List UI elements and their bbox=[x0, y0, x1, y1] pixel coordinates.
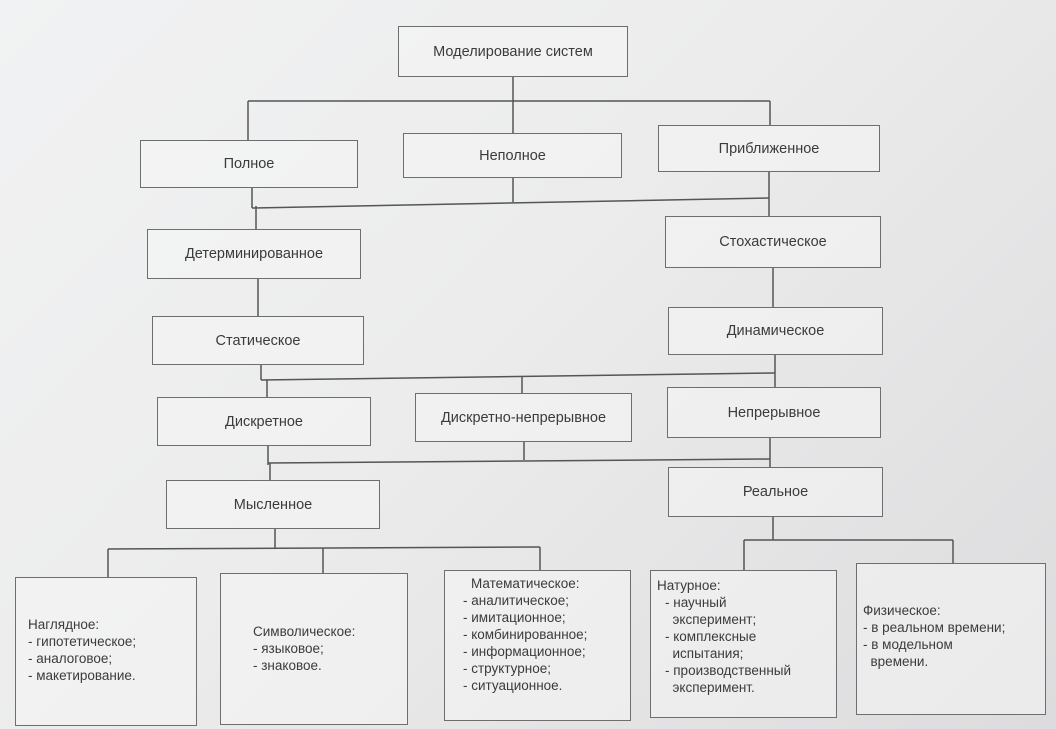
node-incomplete: Неполное bbox=[403, 133, 622, 178]
node-mental: Мысленное bbox=[166, 480, 380, 529]
node-deterministic: Детерминированное bbox=[147, 229, 361, 279]
node-static: Статическое bbox=[152, 316, 364, 365]
leaf-natural-item: эксперимент. bbox=[665, 680, 755, 695]
node-full: Полное bbox=[140, 140, 358, 188]
leaf-physical-list: - в реальном времени; - в модельном врем… bbox=[863, 619, 1045, 670]
leaf-symbolic: Символическое: - языковое; - знаковое. bbox=[220, 573, 408, 725]
leaf-visual-list: - гипотетическое; - аналоговое; - макети… bbox=[28, 633, 196, 684]
node-dynamic: Динамическое bbox=[668, 307, 883, 355]
node-continuous: Непрерывное bbox=[667, 387, 881, 438]
leaf-mathematical-item: - ситуационное. bbox=[463, 678, 563, 693]
node-discrete-continuous: Дискретно-непрерывное bbox=[415, 393, 632, 442]
node-approximate: Приближенное bbox=[658, 125, 880, 172]
node-root: Моделирование систем bbox=[398, 26, 628, 77]
leaf-natural-item: испытания; bbox=[665, 646, 744, 661]
leaf-visual-item: - гипотетическое; bbox=[28, 634, 137, 649]
leaf-symbolic-item: - знаковое. bbox=[253, 658, 322, 673]
leaf-visual: Наглядное: - гипотетическое; - аналогово… bbox=[15, 577, 197, 726]
leaf-mathematical-item: - аналитическое; bbox=[463, 593, 569, 608]
leaf-natural-list: - научный эксперимент; - комплексные исп… bbox=[665, 594, 836, 696]
leaf-natural: Натурное: - научный эксперимент; - компл… bbox=[650, 570, 837, 718]
leaf-physical-item: времени. bbox=[863, 654, 929, 669]
leaf-mathematical-item: - комбинированное; bbox=[463, 627, 588, 642]
leaf-visual-title: Наглядное: bbox=[28, 617, 100, 632]
leaf-natural-item: - комплексные bbox=[665, 629, 757, 644]
leaf-natural-item: - научный bbox=[665, 595, 727, 610]
leaf-physical: Физическое: - в реальном времени; - в мо… bbox=[856, 563, 1046, 715]
leaf-natural-item: - производственный bbox=[665, 663, 792, 678]
leaf-mathematical: Математическое: - аналитическое; - имита… bbox=[444, 570, 631, 721]
leaf-physical-item: - в реальном времени; bbox=[863, 620, 1006, 635]
leaf-mathematical-item: - имитационное; bbox=[463, 610, 566, 625]
leaf-symbolic-item: - языковое; bbox=[253, 641, 324, 656]
leaf-mathematical-list: - аналитическое; - имитационное; - комби… bbox=[463, 592, 630, 694]
leaf-natural-title: Натурное: bbox=[657, 578, 721, 593]
node-discrete: Дискретное bbox=[157, 397, 371, 446]
leaf-symbolic-list: - языковое; - знаковое. bbox=[253, 640, 407, 674]
leaf-mathematical-item: - структурное; bbox=[463, 661, 552, 676]
leaf-natural-item: эксперимент; bbox=[665, 612, 757, 627]
node-real: Реальное bbox=[668, 467, 883, 517]
leaf-visual-item: - аналоговое; bbox=[28, 651, 113, 666]
leaf-mathematical-item: - информационное; bbox=[463, 644, 586, 659]
leaf-symbolic-title: Символическое: bbox=[253, 624, 356, 639]
node-stochastic: Стохастическое bbox=[665, 216, 881, 268]
leaf-physical-title: Физическое: bbox=[863, 603, 941, 618]
leaf-physical-item: - в модельном bbox=[863, 637, 953, 652]
leaf-mathematical-title: Математическое: bbox=[471, 576, 580, 591]
leaf-visual-item: - макетирование. bbox=[28, 668, 136, 683]
